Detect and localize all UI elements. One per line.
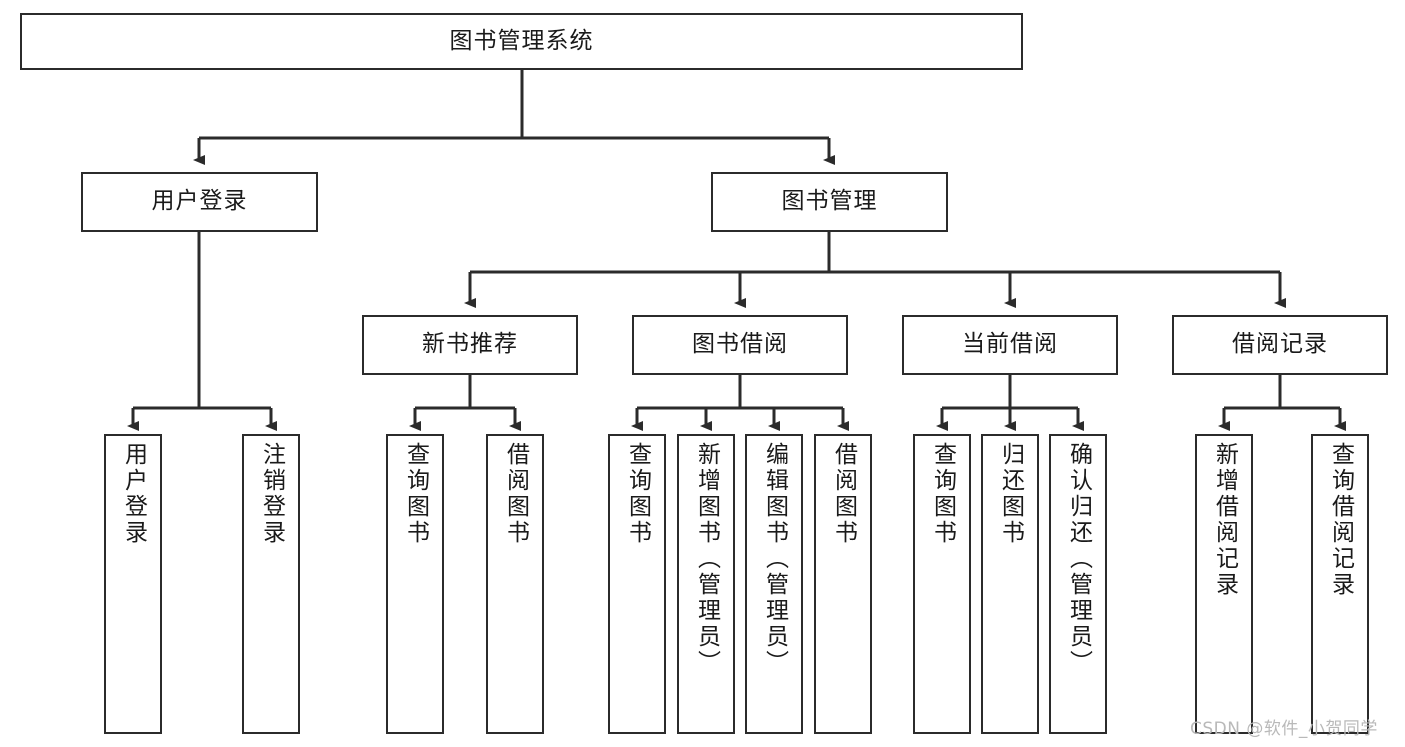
node-leaf-add-book[interactable]: 新增图书（管理员） [677,434,735,734]
node-label: 查询图书 [624,442,651,546]
node-label: 注销登录 [258,442,285,546]
node-label: 查询图书 [929,442,956,546]
node-label: 图书借阅 [692,331,788,358]
node-borrow-record[interactable]: 借阅记录 [1172,315,1388,375]
node-leaf-borrow-book-2[interactable]: 借阅图书 [814,434,872,734]
node-label: 用户登录 [120,442,147,546]
node-label: 借阅记录 [1232,331,1328,358]
watermark-text: CSDN @软件_小贺同学 [1190,719,1378,739]
node-new-book-recommend[interactable]: 新书推荐 [362,315,578,375]
node-leaf-confirm-return[interactable]: 确认归还（管理员） [1049,434,1107,734]
node-leaf-logout[interactable]: 注销登录 [242,434,300,734]
node-user-login[interactable]: 用户登录 [81,172,318,232]
node-label: 确认归还（管理员） [1065,442,1092,676]
node-label: 新书推荐 [422,331,518,358]
node-leaf-add-record[interactable]: 新增借阅记录 [1195,434,1253,734]
node-label: 图书管理 [781,188,878,215]
node-label: 图书管理系统 [449,27,594,54]
node-leaf-query-book-3[interactable]: 查询图书 [913,434,971,734]
node-label: 当前借阅 [962,331,1058,358]
node-leaf-return-book[interactable]: 归还图书 [981,434,1039,734]
node-book-borrow[interactable]: 图书借阅 [632,315,848,375]
node-label: 编辑图书（管理员） [761,442,788,676]
node-label: 新增借阅记录 [1211,442,1238,598]
node-label: 查询图书 [402,442,429,546]
node-leaf-query-record[interactable]: 查询借阅记录 [1311,434,1369,734]
node-leaf-user-login[interactable]: 用户登录 [104,434,162,734]
node-current-borrow[interactable]: 当前借阅 [902,315,1118,375]
node-book-manage[interactable]: 图书管理 [711,172,948,232]
node-label: 归还图书 [997,442,1024,546]
node-label: 用户登录 [151,188,248,215]
node-label: 新增图书（管理员） [693,442,720,676]
node-leaf-borrow-book-1[interactable]: 借阅图书 [486,434,544,734]
node-label: 查询借阅记录 [1327,442,1354,598]
node-leaf-query-book-2[interactable]: 查询图书 [608,434,666,734]
node-label: 借阅图书 [830,442,857,546]
node-leaf-query-book-1[interactable]: 查询图书 [386,434,444,734]
node-root-system[interactable]: 图书管理系统 [20,13,1023,70]
node-label: 借阅图书 [502,442,529,546]
node-leaf-edit-book[interactable]: 编辑图书（管理员） [745,434,803,734]
